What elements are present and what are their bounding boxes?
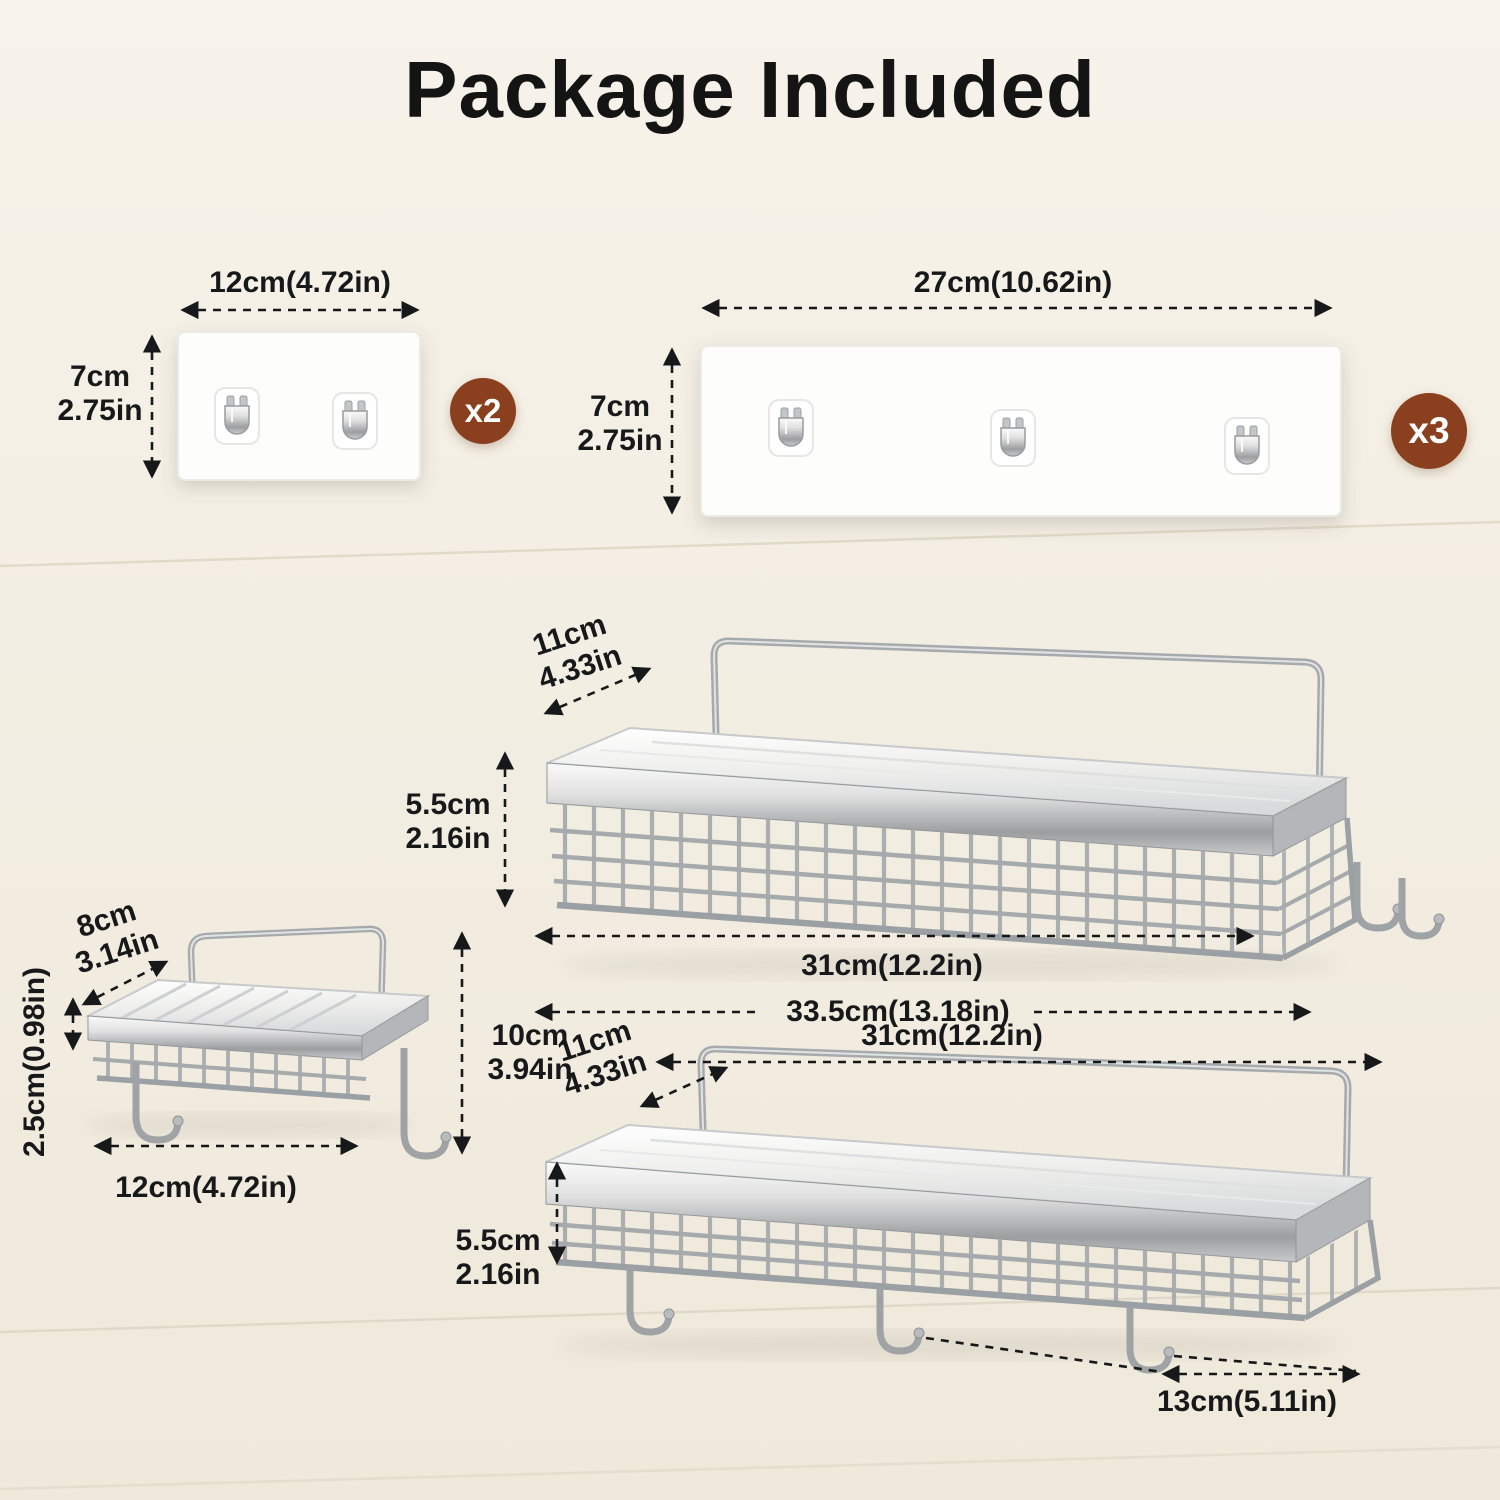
dim-largeplate-width: 27cm(10.62in)	[913, 265, 1113, 299]
dim-smallplate-height-in: 2.75in	[57, 394, 143, 427]
dim-shelf-bottom-height-in: 2.16in	[455, 1258, 541, 1291]
wall-hook	[332, 392, 378, 450]
shelf-rack-top	[546, 637, 1445, 979]
dim-shelf-top-height: 5.5cm 2.16in	[405, 788, 490, 856]
dim-smallplate-height: 7cm 2.75in	[57, 360, 142, 428]
dim-shelf-bottom-height-cm: 5.5cm	[455, 1223, 541, 1257]
dim-soap-height-in: 3.94in	[487, 1053, 573, 1086]
adhesive-plate-small	[177, 331, 421, 481]
dim-shelf-top-width-outer: 33.5cm(13.18in)	[786, 994, 1010, 1028]
quantity-badge-large-plate: x3	[1391, 393, 1467, 469]
dim-shelf-bottom-height: 5.5cm 2.16in	[455, 1224, 540, 1292]
adhesive-plate-large	[700, 345, 1342, 517]
quantity-badge-small-plate: x2	[450, 378, 516, 444]
dim-soap-height: 10cm 3.94in	[487, 1019, 572, 1087]
wall-hook	[214, 387, 260, 445]
dim-shelf-bottom-width: 31cm(12.2in)	[861, 1018, 1043, 1052]
dim-shelf-top-height-in: 2.16in	[405, 822, 491, 855]
dim-shelf-bottom-hook-spacing: 13cm(5.11in)	[1156, 1384, 1338, 1418]
dim-soap-width: 12cm(4.72in)	[115, 1170, 297, 1204]
dim-soap-height-cm: 10cm	[491, 1018, 569, 1052]
dim-soap-lip-height: 2.5cm(0.98in)	[17, 966, 51, 1158]
dim-smallplate-height-cm: 7cm	[69, 359, 131, 393]
page-title: Package Included	[404, 45, 1096, 134]
wall-hook	[1224, 417, 1270, 475]
wall-hook	[768, 399, 814, 457]
dim-largeplate-height-in: 2.75in	[577, 424, 663, 457]
soap-dish	[84, 925, 452, 1160]
dim-largeplate-height-cm: 7cm	[589, 389, 651, 423]
shelf-rack-bottom	[545, 1045, 1381, 1374]
wall-hook	[990, 409, 1036, 467]
dim-largeplate-height: 7cm 2.75in	[577, 390, 662, 458]
dim-smallplate-width: 12cm(4.72in)	[209, 265, 391, 299]
dim-shelf-top-height-cm: 5.5cm	[405, 787, 491, 821]
dimension-arrows	[63, 298, 1383, 1384]
dim-shelf-top-width-inner: 31cm(12.2in)	[801, 948, 983, 982]
